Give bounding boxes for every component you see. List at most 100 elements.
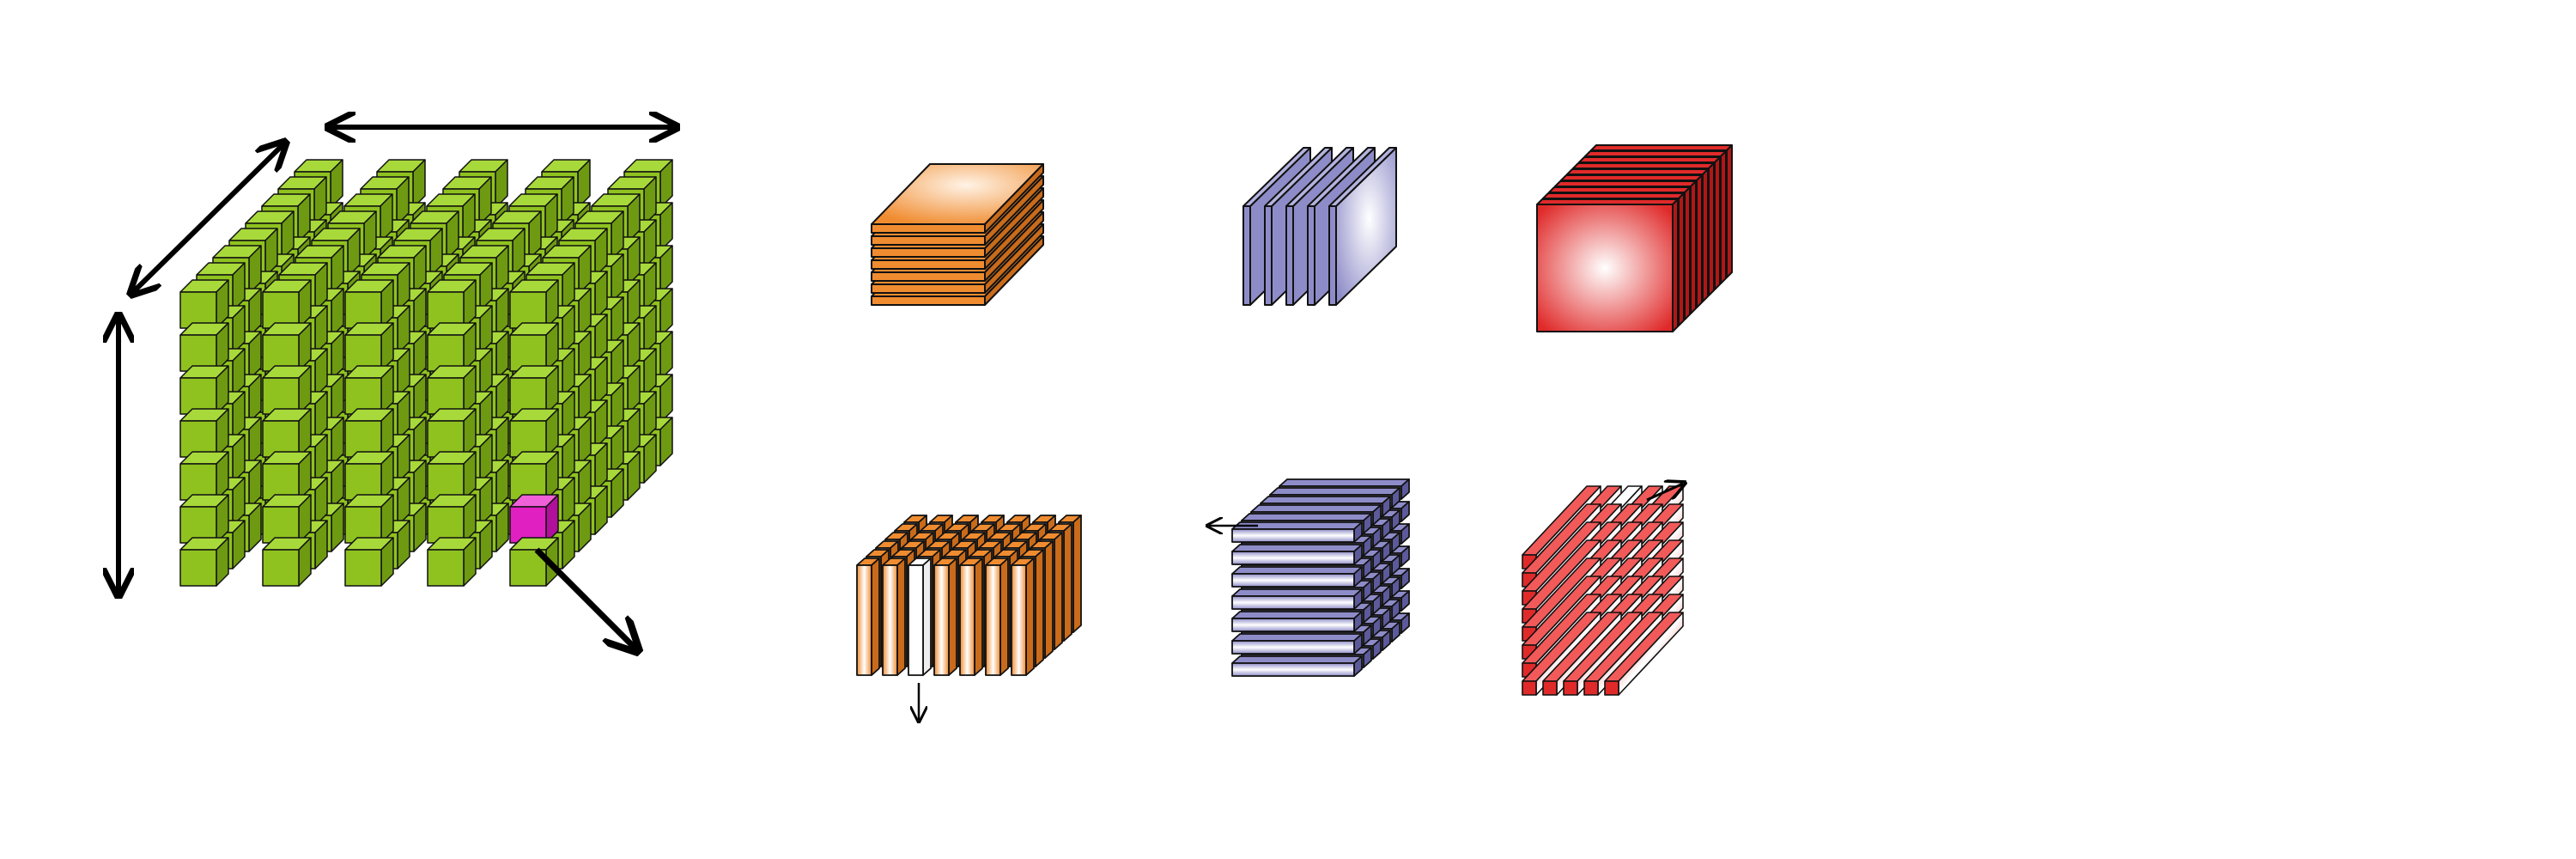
box-front [179, 549, 217, 587]
voxel [262, 322, 312, 372]
voxel [344, 279, 394, 329]
box-side [871, 557, 880, 676]
voxel [179, 279, 229, 329]
purple-fiber [1231, 566, 1363, 588]
box-front [933, 564, 950, 676]
box-front [871, 259, 986, 270]
box-side [896, 557, 906, 676]
box-front [856, 564, 872, 676]
voxel [344, 408, 394, 458]
box-top [1231, 566, 1363, 575]
box-side [1063, 523, 1072, 642]
box-front [427, 549, 465, 587]
box-front [871, 235, 986, 246]
orange-fiber [882, 557, 906, 676]
voxel [344, 537, 394, 587]
voxel [509, 408, 559, 458]
box-front [1563, 680, 1578, 696]
voxel [509, 279, 559, 329]
box-front [1011, 564, 1027, 676]
box-side [922, 557, 932, 676]
box-side [1072, 515, 1082, 633]
box-side [948, 557, 957, 676]
back-right-arrow [1646, 484, 1683, 502]
box-side [1035, 549, 1044, 667]
orange-fiber [856, 557, 880, 676]
box-front [1231, 640, 1355, 655]
voxel [427, 494, 477, 544]
box-top [1260, 496, 1391, 504]
slice-top [1242, 147, 1311, 207]
box-side [999, 557, 1009, 676]
main-block-arrows [118, 127, 674, 649]
highlighted-fiber [908, 557, 932, 676]
voxel [179, 451, 229, 501]
box-front [871, 271, 986, 282]
highlighted-voxel [509, 494, 559, 544]
box-side [1025, 557, 1035, 676]
box-front [344, 549, 382, 587]
voxel [262, 494, 312, 544]
voxel [179, 537, 229, 587]
slice-edge [1307, 205, 1315, 306]
box-front [871, 283, 986, 294]
box-front [1604, 680, 1619, 696]
red-slice [1536, 198, 1679, 332]
voxel [344, 365, 394, 415]
box-top [1231, 633, 1363, 642]
box-front [1542, 680, 1558, 696]
purple-slice [1328, 147, 1397, 306]
purple-vertical-slices [1242, 147, 1397, 306]
red-fiber [1604, 612, 1684, 696]
voxel-pointer-arrow [534, 547, 635, 649]
box-front [1522, 680, 1537, 696]
slice-edge [1328, 205, 1337, 306]
orange-slice [871, 163, 1044, 234]
voxel [262, 365, 312, 415]
box-side [1054, 532, 1063, 650]
box-front [1536, 204, 1674, 332]
box-top [1231, 588, 1363, 597]
purple-fiber [1231, 611, 1363, 632]
voxel [427, 365, 477, 415]
voxel [344, 322, 394, 372]
box-front [1231, 618, 1355, 632]
voxel [509, 365, 559, 415]
box-side [974, 557, 983, 676]
voxel [179, 408, 229, 458]
purple-fiber [1231, 544, 1363, 565]
fiber-direction-arrows [919, 484, 1683, 720]
box-front [871, 247, 986, 258]
slice-top [1264, 147, 1333, 207]
slice-edge [1285, 205, 1294, 306]
orange-fiber [985, 557, 1009, 676]
box-front [882, 564, 898, 676]
voxel [344, 451, 394, 501]
box-front [1583, 680, 1599, 696]
box-front [1231, 595, 1355, 610]
box-top [1231, 655, 1363, 664]
purple-fiber [1231, 655, 1363, 677]
purple-horizontal-fibers [1231, 478, 1410, 677]
slice-top [1328, 147, 1397, 207]
box-front [1231, 662, 1355, 677]
voxel [427, 537, 477, 587]
red-depth-fibers [1522, 485, 1684, 696]
slice-top [1285, 147, 1354, 207]
slice-edge [1242, 205, 1251, 306]
box-top [1231, 544, 1363, 552]
orange-fiber [1011, 557, 1035, 676]
voxel [427, 451, 477, 501]
purple-fiber [1231, 633, 1363, 655]
box-front [262, 549, 300, 587]
voxel [427, 408, 477, 458]
voxel [509, 451, 559, 501]
purple-fiber [1231, 588, 1363, 610]
voxel [179, 365, 229, 415]
box-top [1231, 611, 1363, 619]
voxel [427, 279, 477, 329]
voxel [427, 322, 477, 372]
orange-vertical-fibers [856, 515, 1082, 676]
